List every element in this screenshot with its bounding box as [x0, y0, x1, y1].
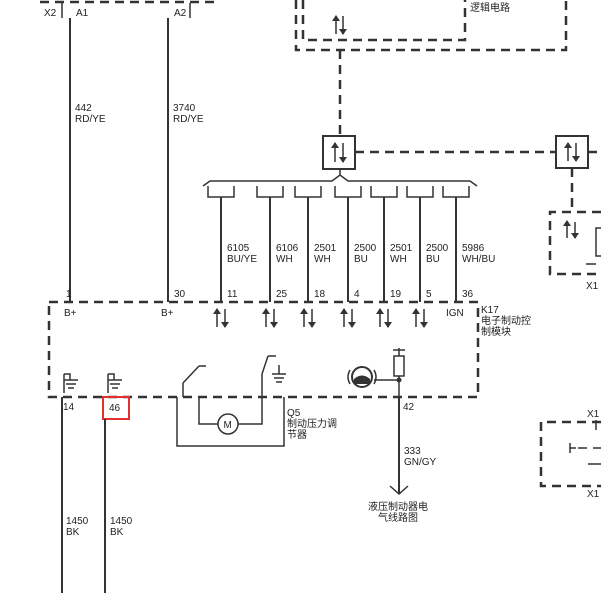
- hydraulic-ref-line2: 气线路图: [378, 511, 418, 524]
- modulator-q5: M Q5 制动压力调 节器: [176, 397, 337, 447]
- bidirectional-arrow-icon: [300, 308, 316, 328]
- bidirectional-arrow-icon: [332, 15, 347, 35]
- wire-442-circuit: 442: [75, 103, 92, 114]
- ground-icon: [107, 373, 122, 393]
- bus-wire-pin: 5: [426, 289, 432, 300]
- right-module-partial: X1: [548, 210, 601, 292]
- bus-wire-pin: 4: [354, 289, 360, 300]
- motor-icon: M: [217, 413, 239, 435]
- bus-wire-color: WH/BU: [462, 254, 495, 265]
- pin-42-label: 42: [403, 402, 415, 413]
- modulator-id: Q5: [287, 408, 301, 419]
- right-junction-box: [555, 135, 589, 169]
- hydraulic-ref-line1: 液压制动器电: [368, 500, 428, 513]
- motor-label: M: [224, 420, 232, 431]
- ign-label: IGN: [446, 308, 464, 319]
- a2-label: A2: [174, 8, 187, 19]
- switch-icon: [261, 355, 286, 397]
- bus-wire-circuit: 2500: [426, 243, 449, 254]
- bus-wire-circuit: 2501: [390, 243, 413, 254]
- module-k17: 1 30 B+ B+ IGN K17 电子制动控 制模块: [47, 289, 531, 399]
- ground-wire-2-circuit: 1450: [110, 516, 133, 527]
- right-lower-module-partial: X1 X1: [539, 409, 601, 500]
- pin-46-highlight: [102, 396, 130, 420]
- bus-wire-color: WH: [276, 254, 293, 265]
- wire-333-circuit: 333: [404, 446, 421, 457]
- ground-wire-1-color: BK: [66, 527, 80, 538]
- bplus-2-label: B+: [161, 308, 174, 319]
- bus-wire-color: BU: [426, 254, 440, 265]
- hydraulic-ref-arrow-icon: [389, 485, 409, 496]
- logic-circuit-label: 逻辑电路: [470, 1, 510, 14]
- bus-wire-circuit: 6105: [227, 243, 250, 254]
- pin-46-label: 46: [109, 403, 121, 414]
- modulator-name-1: 制动压力调: [287, 417, 337, 430]
- ground-wire-2-color: BK: [110, 527, 124, 538]
- ground-icon: [63, 373, 78, 393]
- bus-wire-color: BU: [354, 254, 368, 265]
- bus-wire-circuit: 6106: [276, 243, 299, 254]
- bus-wire-circuit: 2501: [314, 243, 337, 254]
- bus-wire-color: WH: [314, 254, 331, 265]
- bidirectional-arrow-icon: [412, 308, 428, 328]
- bus-wire-pin: 36: [462, 289, 474, 300]
- bus-junction-box: [322, 135, 356, 170]
- bidirectional-arrow-icon: [340, 308, 356, 328]
- bus-wire-circuit: 2500: [354, 243, 377, 254]
- logic-circuit-box: 逻辑电路: [294, 0, 568, 52]
- wire-333-color: GN/GY: [404, 457, 437, 468]
- ground-wire-1-circuit: 1450: [66, 516, 89, 527]
- bus-wire-pin: 18: [314, 289, 326, 300]
- x2-label: X2: [44, 8, 57, 19]
- wire-442-color: RD/YE: [75, 114, 106, 125]
- bus-wire-pin: 11: [227, 289, 238, 300]
- switch-icon: [182, 365, 206, 397]
- bus-wire-circuit: 5986: [462, 243, 485, 254]
- x1-mid-label: X1: [587, 409, 600, 420]
- pin-14-label: 14: [63, 402, 75, 413]
- x1-top-label: X1: [586, 281, 599, 292]
- modulator-name-2: 节器: [287, 429, 307, 441]
- bidirectional-arrow-icon: [262, 308, 278, 328]
- bus-wire-pin: 19: [390, 289, 402, 300]
- pin-1-label: 1: [66, 289, 72, 300]
- bus-wire-pin: 25: [276, 289, 288, 300]
- bus-wires: 6105BU/YE116106WH252501WH182500BU42501WH…: [207, 186, 495, 328]
- bplus-1-label: B+: [64, 308, 77, 319]
- pin-30-label: 30: [174, 289, 186, 300]
- module-name-2: 制模块: [481, 325, 511, 338]
- connector-x2: X2 A1 A2: [40, 0, 215, 19]
- wire-3740-circuit: 3740: [173, 103, 196, 114]
- pressure-sensor-icon: [347, 366, 398, 388]
- bidirectional-arrow-icon: [376, 308, 392, 328]
- bus-wire-color: BU/YE: [227, 254, 257, 265]
- wire-3740-color: RD/YE: [173, 114, 204, 125]
- bus-wire-color: WH: [390, 254, 407, 265]
- x1-bottom-label: X1: [587, 489, 600, 500]
- bidirectional-arrow-icon: [213, 308, 229, 328]
- module-name-1: 电子制动控: [481, 314, 531, 327]
- module-id: K17: [481, 305, 499, 316]
- a1-label: A1: [76, 8, 89, 19]
- resistor-icon: [393, 348, 405, 397]
